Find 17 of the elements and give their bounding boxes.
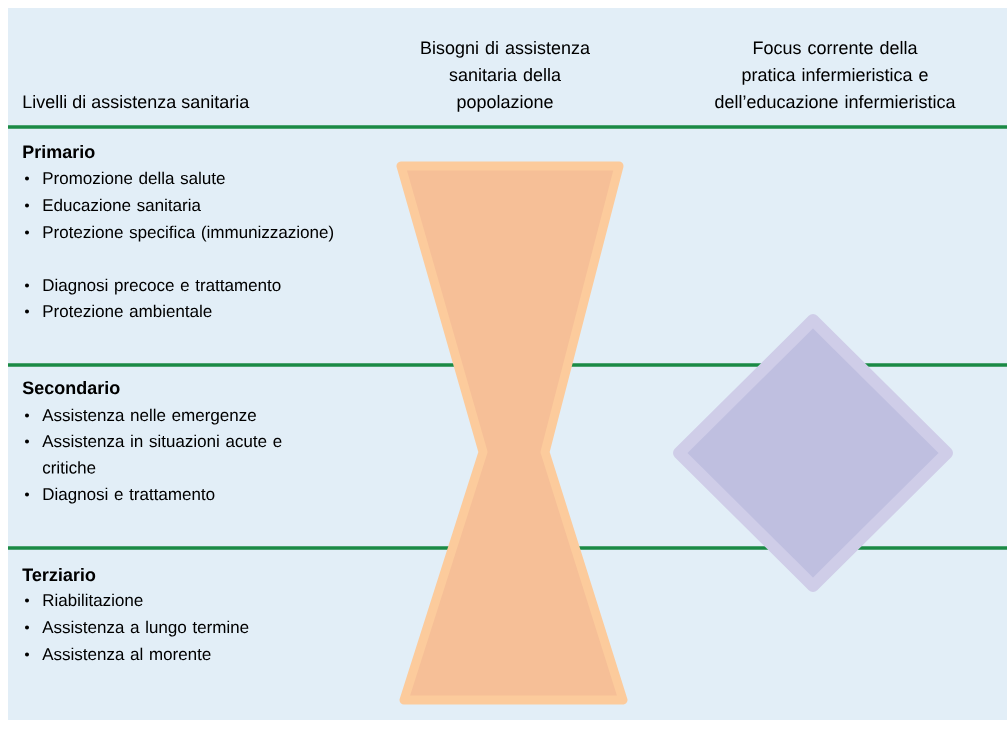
column-heading: Focus corrente della pratica infermieristica e dell’educazione infermieristica <box>715 40 956 109</box>
list-item: Protezione ambientale <box>43 304 212 318</box>
section-heading: Secondario <box>22 380 120 395</box>
list-item: Diagnosi e trattamento <box>43 487 215 504</box>
list-item: Protezione specifica (immunizzazione) <box>43 225 334 242</box>
list-item: Diagnosi precoce e trattamento <box>43 278 281 295</box>
column-heading: Livelli di assistenza sanitaria <box>23 94 250 109</box>
list-item: Riabilitazione <box>43 593 143 607</box>
list-item: Assistenza al morente <box>42 647 211 661</box>
column-heading: Bisogni di assistenza sanitaria della popolazione <box>421 40 590 112</box>
list-item: Assistenza in situazioni acute e critiche <box>42 434 282 474</box>
list-item: Assistenza nelle emergenze <box>42 408 256 425</box>
section-heading: Primario <box>23 144 95 159</box>
list-item: Promozione della salute <box>43 171 225 185</box>
list-item: Assistenza a lungo termine <box>42 620 249 637</box>
list-item: Educazione sanitaria <box>43 198 201 212</box>
section-heading: Terziario <box>22 567 96 582</box>
